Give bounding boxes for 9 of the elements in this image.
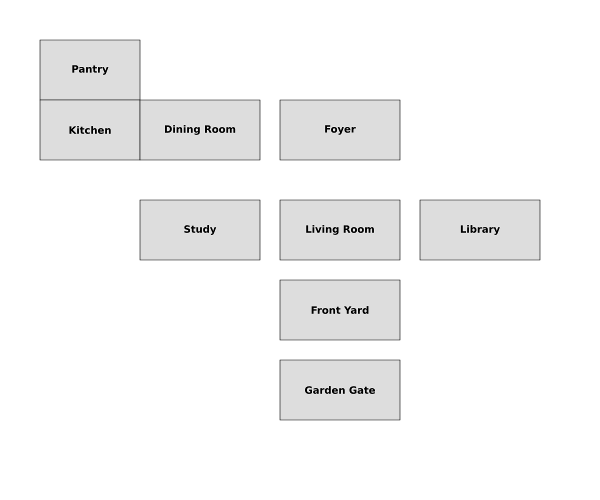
room-box: Study bbox=[140, 200, 260, 260]
room-box: Front Yard bbox=[280, 280, 400, 340]
room-box: Living Room bbox=[280, 200, 400, 260]
room-box: Dining Room bbox=[140, 100, 260, 160]
room-box: Foyer bbox=[280, 100, 400, 160]
room-box: Garden Gate bbox=[280, 360, 400, 420]
room-box: Pantry bbox=[40, 40, 140, 100]
room-box: Library bbox=[420, 200, 540, 260]
room-box: Kitchen bbox=[40, 100, 140, 160]
